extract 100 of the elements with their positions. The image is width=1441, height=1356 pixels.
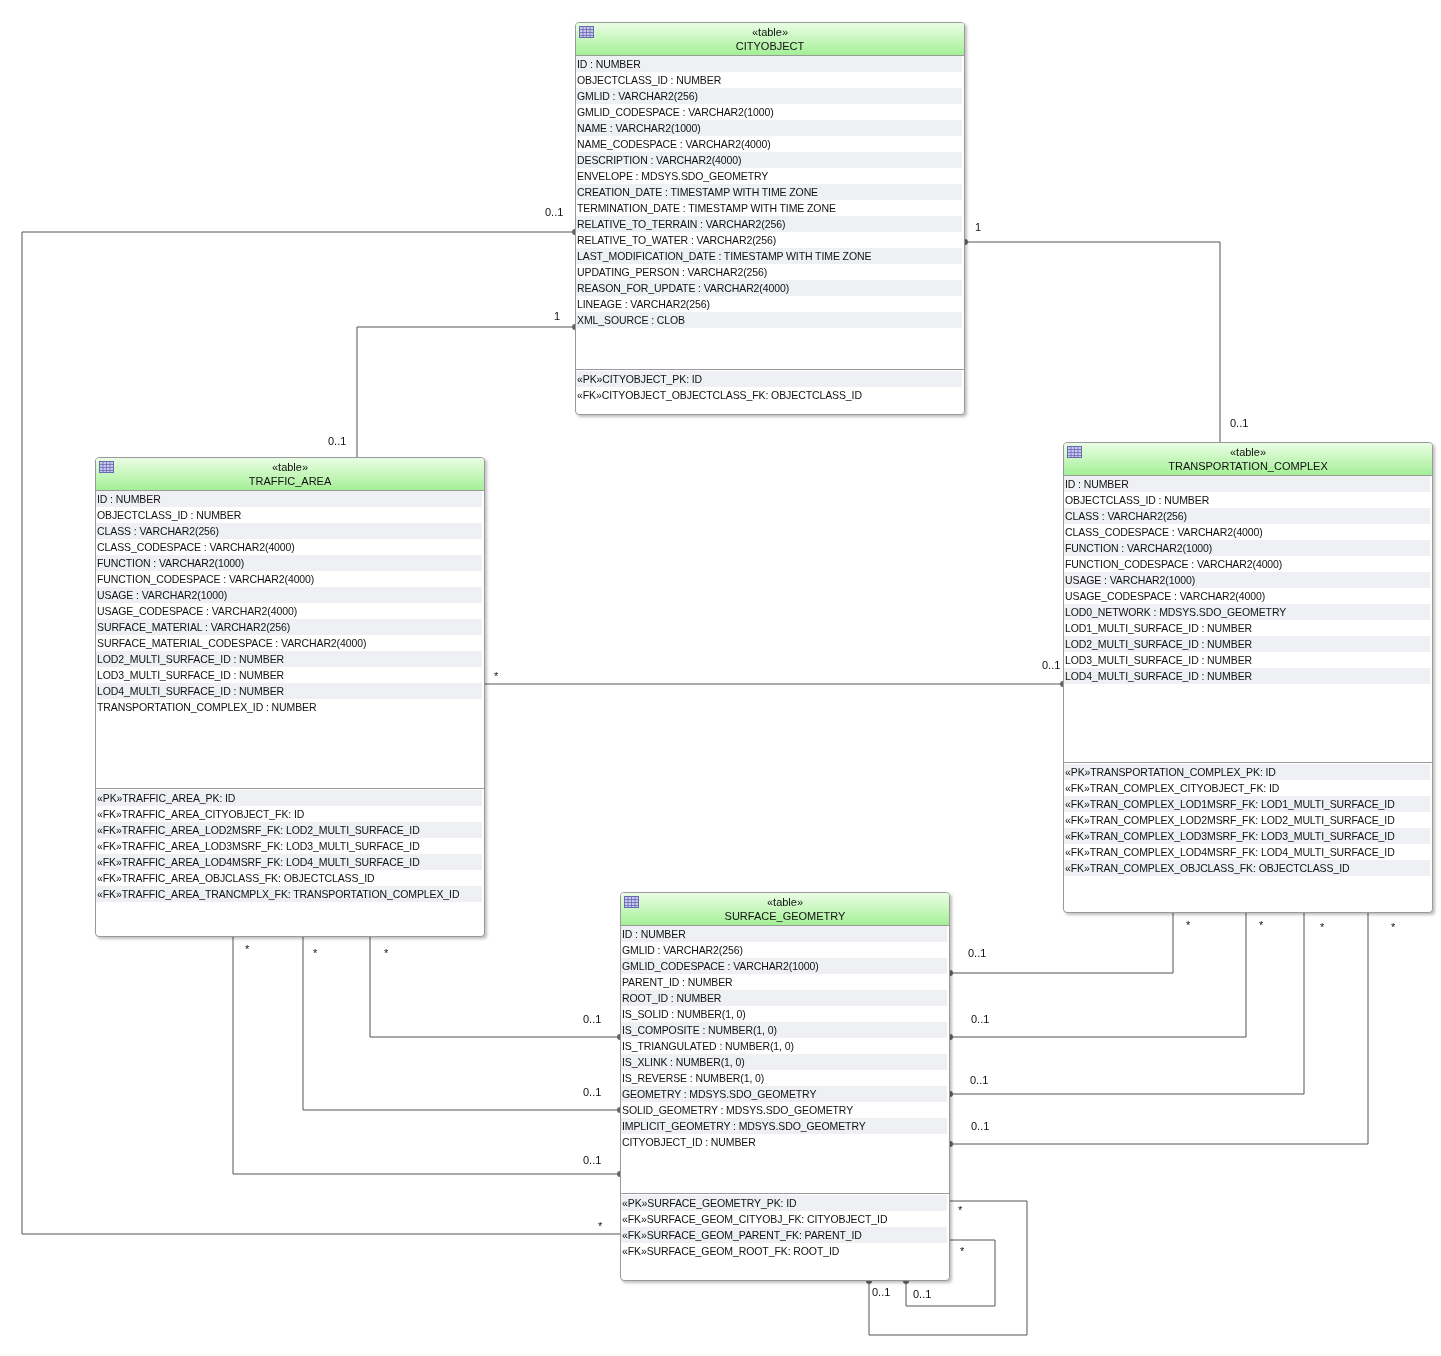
- column-row: LOD4_MULTI_SURFACE_ID : NUMBER: [1064, 668, 1430, 684]
- multiplicity-label: 0..1: [970, 1074, 989, 1086]
- key-row: «PK»TRANSPORTATION_COMPLEX_PK: ID: [1064, 764, 1430, 780]
- table-name: TRAFFIC_AREA: [248, 474, 332, 488]
- multiplicity-label: 0..1: [872, 1286, 891, 1298]
- column-row-text: LOD1_MULTI_SURFACE_ID : NUMBER: [1064, 621, 1253, 636]
- key-row: «FK»TRAFFIC_AREA_LOD2MSRF_FK: LOD2_MULTI_SURFACE_ID: [96, 822, 482, 838]
- column-row-text: SURFACE_MATERIAL_CODESPACE : VARCHAR2(4000): [96, 636, 368, 651]
- key-row-text: «FK»TRAFFIC_AREA_CITYOBJECT_FK: ID: [96, 807, 306, 822]
- column-row: ID : NUMBER: [576, 56, 962, 72]
- column-row-text: TERMINATION_DATE : TIMESTAMP WITH TIME ZONE: [576, 201, 837, 216]
- column-row: IS_XLINK : NUMBER(1, 0): [621, 1054, 947, 1070]
- table-name: SURFACE_GEOMETRY: [724, 909, 846, 923]
- column-row: USAGE : VARCHAR2(1000): [1064, 572, 1430, 588]
- key-row: «FK»TRAN_COMPLEX_LOD1MSRF_FK: LOD1_MULTI_SURFACE_ID: [1064, 796, 1430, 812]
- column-row-text: FUNCTION_CODESPACE : VARCHAR2(4000): [96, 572, 316, 587]
- column-row: ID : NUMBER: [96, 491, 482, 507]
- multiplicity-label: 0..1: [913, 1288, 932, 1300]
- column-row-text: LINEAGE : VARCHAR2(256): [576, 297, 711, 312]
- multiplicity-label: *: [598, 1220, 603, 1232]
- key-row: «FK»TRAFFIC_AREA_TRANCMPLX_FK: TRANSPORTATION_COMPLEX_ID: [96, 886, 482, 902]
- key-row: «PK»SURFACE_GEOMETRY_PK: ID: [621, 1195, 947, 1211]
- multiplicity-label: 0..1: [583, 1086, 602, 1098]
- column-row: RELATIVE_TO_TERRAIN : VARCHAR2(256): [576, 216, 962, 232]
- column-row-text: RELATIVE_TO_WATER : VARCHAR2(256): [576, 233, 778, 248]
- multiplicity-label: *: [1259, 919, 1264, 931]
- table-box: [95, 457, 485, 937]
- multiplicity-label: 0..1: [545, 206, 564, 218]
- column-row-text: GMLID_CODESPACE : VARCHAR2(1000): [576, 105, 775, 120]
- column-row: LAST_MODIFICATION_DATE : TIMESTAMP WITH TIME ZONE: [576, 248, 962, 264]
- column-row: ID : NUMBER: [1064, 476, 1430, 492]
- multiplicity-label: *: [384, 947, 389, 959]
- column-row-text: LOD3_MULTI_SURFACE_ID : NUMBER: [96, 668, 285, 683]
- multiplicity-label: 1: [975, 221, 982, 233]
- key-row: «FK»SURFACE_GEOM_PARENT_FK: PARENT_ID: [621, 1227, 947, 1243]
- column-row-text: OBJECTCLASS_ID : NUMBER: [1064, 493, 1211, 508]
- multiplicity-label: *: [960, 1245, 965, 1257]
- relationship-line: [903, 1239, 996, 1307]
- column-row-text: SOLID_GEOMETRY : MDSYS.SDO_GEOMETRY: [621, 1103, 855, 1118]
- stereotype-label: «table»: [1229, 445, 1267, 459]
- table-name: CITYOBJECT: [735, 39, 805, 53]
- column-row: NAME : VARCHAR2(1000): [576, 120, 962, 136]
- column-row: ID : NUMBER: [621, 926, 947, 942]
- column-row-text: CLASS_CODESPACE : VARCHAR2(4000): [96, 540, 296, 555]
- column-row: CLASS : VARCHAR2(256): [1064, 508, 1430, 524]
- key-row-text: «FK»TRAFFIC_AREA_OBJCLASS_FK: OBJECTCLASS_ID: [96, 871, 376, 886]
- column-row-text: UPDATING_PERSON : VARCHAR2(256): [576, 265, 769, 280]
- key-row-text: «FK»CITYOBJECT_OBJECTCLASS_FK: OBJECTCLASS_ID: [576, 388, 863, 403]
- column-row-text: IS_REVERSE : NUMBER(1, 0): [621, 1071, 766, 1086]
- multiplicity-label: 0..1: [583, 1154, 602, 1166]
- column-row: SURFACE_MATERIAL : VARCHAR2(256): [96, 619, 482, 635]
- multiplicity-label: *: [1186, 919, 1191, 931]
- key-row: «FK»TRAN_COMPLEX_LOD3MSRF_FK: LOD3_MULTI_SURFACE_ID: [1064, 828, 1430, 844]
- multiplicity-label: *: [245, 943, 250, 955]
- column-row-text: TRANSPORTATION_COMPLEX_ID : NUMBER: [96, 700, 318, 715]
- multiplicity-label: 0..1: [328, 435, 347, 447]
- multiplicity-label: *: [313, 947, 318, 959]
- stereotype-label: «table»: [751, 25, 789, 39]
- multiplicity-label: *: [1320, 921, 1325, 933]
- column-row: FUNCTION : VARCHAR2(1000): [96, 555, 482, 571]
- table-name: TRANSPORTATION_COMPLEX: [1168, 459, 1328, 473]
- multiplicity-label: 0..1: [968, 947, 987, 959]
- multiplicity-label: 1: [554, 310, 561, 322]
- multiplicity-label: *: [1391, 921, 1396, 933]
- column-row: FUNCTION : VARCHAR2(1000): [1064, 540, 1430, 556]
- column-row-text: IS_TRIANGULATED : NUMBER(1, 0): [621, 1039, 795, 1054]
- column-row: ROOT_ID : NUMBER: [621, 990, 947, 1006]
- column-row-text: OBJECTCLASS_ID : NUMBER: [576, 73, 723, 88]
- key-row-text: «FK»SURFACE_GEOM_CITYOBJ_FK: CITYOBJECT_ID: [621, 1212, 889, 1227]
- column-row-text: OBJECTCLASS_ID : NUMBER: [96, 508, 243, 523]
- key-row-text: «FK»TRAFFIC_AREA_LOD3MSRF_FK: LOD3_MULTI_SURFACE_ID: [96, 839, 421, 854]
- column-row-text: GMLID : VARCHAR2(256): [621, 943, 744, 958]
- column-row-text: USAGE_CODESPACE : VARCHAR2(4000): [96, 604, 299, 619]
- column-row: LOD4_MULTI_SURFACE_ID : NUMBER: [96, 683, 482, 699]
- column-row: CREATION_DATE : TIMESTAMP WITH TIME ZONE: [576, 184, 962, 200]
- relationship-line: [21, 229, 621, 1235]
- column-row-text: FUNCTION_CODESPACE : VARCHAR2(4000): [1064, 557, 1284, 572]
- column-row: IMPLICIT_GEOMETRY : MDSYS.SDO_GEOMETRY: [621, 1118, 947, 1134]
- column-row-text: ENVELOPE : MDSYS.SDO_GEOMETRY: [576, 169, 770, 184]
- column-row: XML_SOURCE : CLOB: [576, 312, 962, 328]
- column-row: DESCRIPTION : VARCHAR2(4000): [576, 152, 962, 168]
- key-row-text: «FK»SURFACE_GEOM_ROOT_FK: ROOT_ID: [621, 1244, 841, 1259]
- column-row: REASON_FOR_UPDATE : VARCHAR2(4000): [576, 280, 962, 296]
- stereotype-label: «table»: [271, 460, 309, 474]
- key-row-text: «FK»TRAN_COMPLEX_CITYOBJECT_FK: ID: [1064, 781, 1281, 796]
- column-row: GEOMETRY : MDSYS.SDO_GEOMETRY: [621, 1086, 947, 1102]
- key-row: «FK»TRAFFIC_AREA_LOD4MSRF_FK: LOD4_MULTI_SURFACE_ID: [96, 854, 482, 870]
- multiplicity-label: 0..1: [1230, 417, 1249, 429]
- multiplicity-label: 0..1: [583, 1013, 602, 1025]
- column-row: GMLID : VARCHAR2(256): [576, 88, 962, 104]
- stereotype-label: «table»: [766, 895, 804, 909]
- table-box: [1063, 442, 1433, 913]
- column-row: LOD2_MULTI_SURFACE_ID : NUMBER: [1064, 636, 1430, 652]
- column-row-text: USAGE_CODESPACE : VARCHAR2(4000): [1064, 589, 1267, 604]
- key-row: «FK»TRAN_COMPLEX_OBJCLASS_FK: OBJECTCLASS_ID: [1064, 860, 1430, 876]
- column-row: GMLID_CODESPACE : VARCHAR2(1000): [621, 958, 947, 974]
- key-row-text: «FK»TRAN_COMPLEX_LOD4MSRF_FK: LOD4_MULTI_SURFACE_ID: [1064, 845, 1396, 860]
- key-row-text: «FK»TRAN_COMPLEX_LOD2MSRF_FK: LOD2_MULTI_SURFACE_ID: [1064, 813, 1396, 828]
- table-box: [620, 892, 950, 1281]
- table-box: [575, 22, 965, 415]
